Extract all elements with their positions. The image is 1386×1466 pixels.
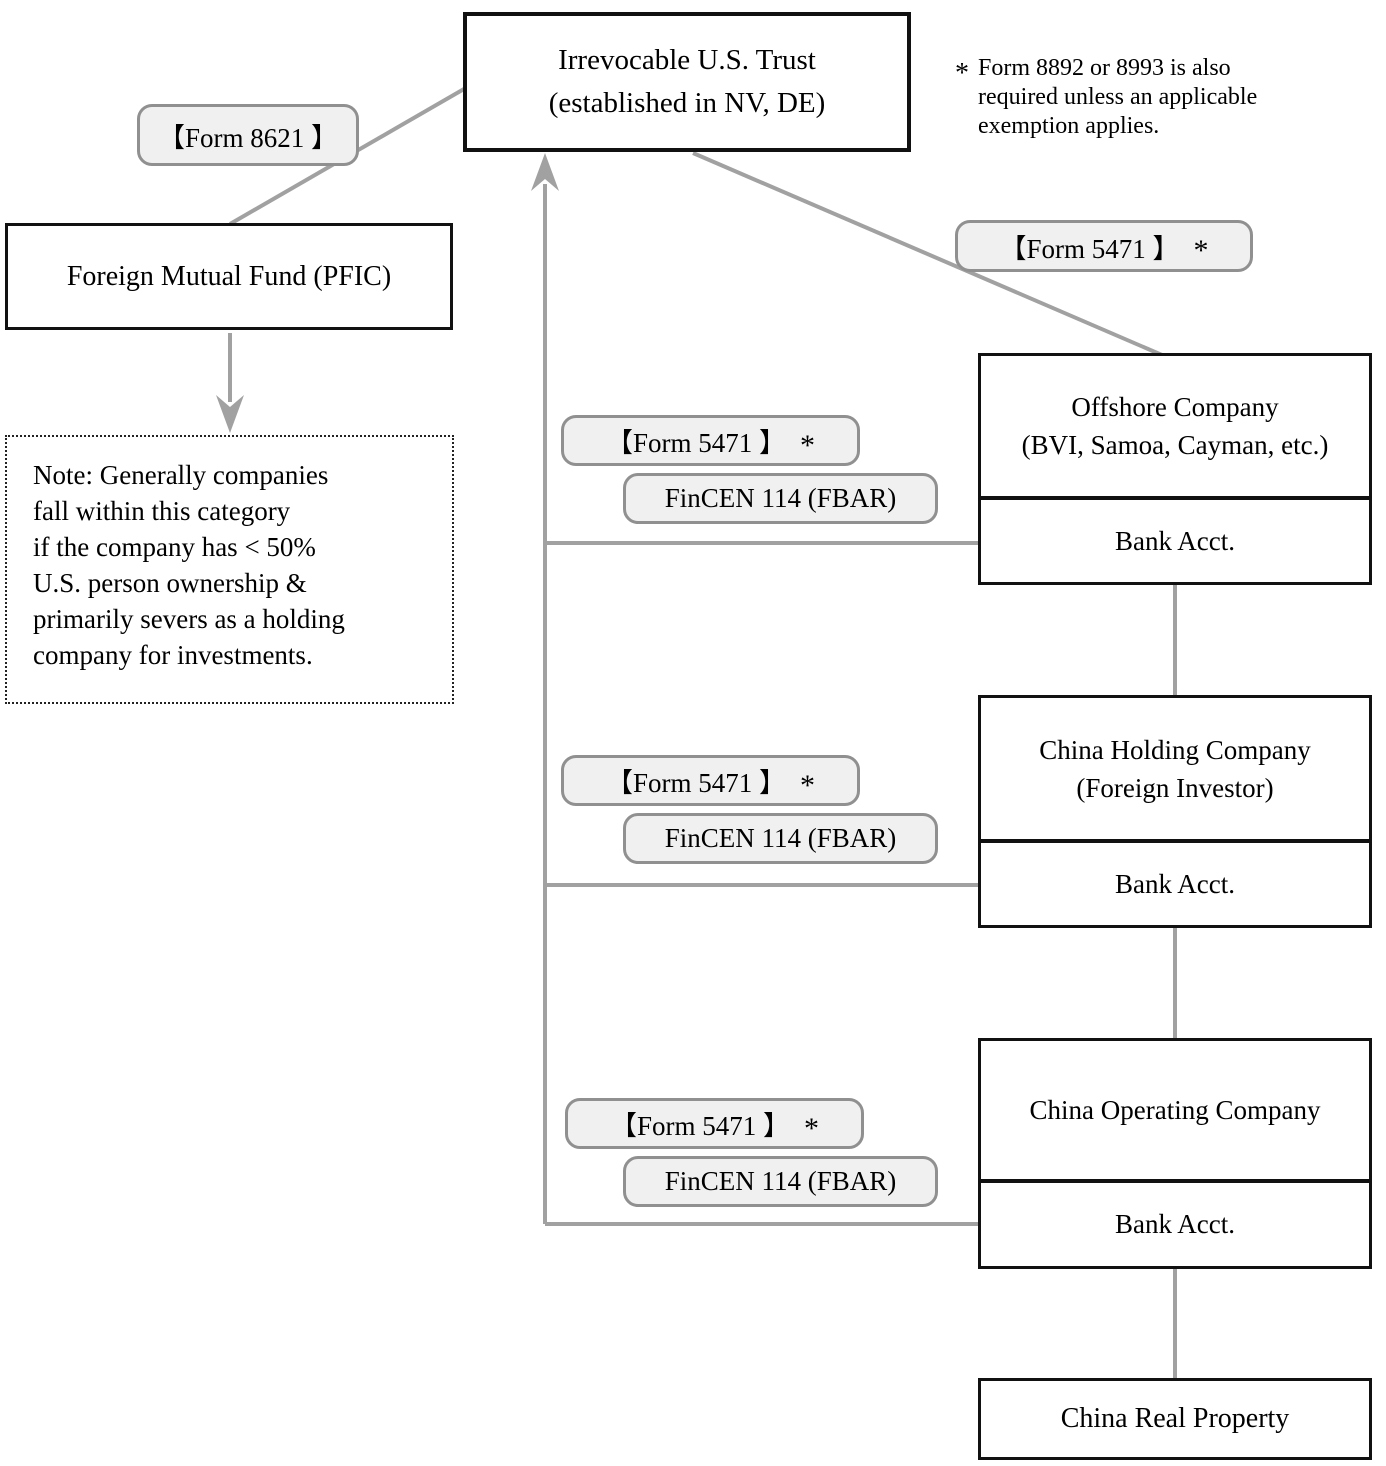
china-holding-company-box: China Holding Company (Foreign Investor)… (978, 695, 1372, 928)
fincen-114-label-text: FinCEN 114 (FBAR) (664, 823, 897, 853)
note-line: if the company has < 50% (33, 532, 316, 562)
arrowhead-down-into-note (216, 395, 244, 433)
fincen-114-label-1: FinCEN 114 (FBAR) (623, 473, 938, 524)
fincen-114-label-2: FinCEN 114 (FBAR) (623, 813, 938, 864)
form-5471-asterisk: * (800, 768, 815, 802)
offshore-title-line2: (BVI, Samoa, Cayman, etc.) (1021, 430, 1329, 460)
china-holding-bank-label: Bank Acct. (1115, 868, 1235, 899)
form-5471-asterisk: * (800, 428, 815, 462)
offshore-bank-label: Bank Acct. (1115, 525, 1235, 556)
note-box: Note: Generally companies fall within th… (5, 435, 454, 704)
china-holding-line1: China Holding Company (1039, 734, 1311, 765)
china-operating-bank-acct-section: Bank Acct. (981, 1179, 1369, 1266)
note-line: primarily severs as a holding (33, 604, 345, 634)
note-line: Note: Generally companies (33, 460, 329, 490)
footnote: * Form 8892 or 8993 is also required unl… (955, 54, 1325, 141)
form-5471-label-text: 【Form 5471 】 (605, 428, 786, 458)
form-5471-label-1: 【Form 5471 】 * (561, 415, 860, 466)
offshore-title-line1: Offshore Company (1071, 392, 1279, 422)
form-8621-label-text: 【Form 8621 】 (157, 122, 338, 153)
trust-title-line1: Irrevocable U.S. Trust (558, 44, 816, 76)
china-real-property-title: China Real Property (1060, 1403, 1290, 1434)
form-5471-label-2: 【Form 5471 】 * (561, 755, 860, 806)
note-line: company for investments. (33, 640, 313, 670)
form-5471-label-text: 【Form 5471 】 (609, 1111, 790, 1141)
footnote-line: Form 8892 or 8993 is also (978, 55, 1231, 81)
china-holding-title: China Holding Company (Foreign Investor) (981, 698, 1369, 839)
form-5471-label-text: 【Form 5471 】 (605, 768, 786, 798)
footnote-line: required unless an applicable (978, 84, 1258, 110)
pfic-title: Foreign Mutual Fund (PFIC) (66, 260, 392, 292)
china-operating-line1: China Operating Company (1029, 1095, 1321, 1125)
note-line: U.S. person ownership & (33, 568, 307, 598)
offshore-bank-acct-section: Bank Acct. (981, 496, 1369, 582)
fincen-114-label-text: FinCEN 114 (FBAR) (664, 1166, 897, 1196)
irrevocable-us-trust-box: Irrevocable U.S. Trust (established in N… (463, 12, 911, 152)
offshore-company-title: Offshore Company (BVI, Samoa, Cayman, et… (981, 356, 1369, 496)
offshore-company-box: Offshore Company (BVI, Samoa, Cayman, et… (978, 353, 1372, 585)
note-line: fall within this category (33, 496, 291, 526)
connector-trust-to-offshore (692, 151, 1163, 357)
form-8621-label: 【Form 8621 】 (137, 104, 359, 166)
form-5471-asterisk: * (804, 1111, 819, 1145)
footnote-text: Form 8892 or 8993 is also required unles… (978, 54, 1257, 141)
fincen-114-label-3: FinCEN 114 (FBAR) (623, 1156, 938, 1207)
china-operating-bank-label: Bank Acct. (1115, 1209, 1235, 1239)
china-operating-company-box: China Operating Company Bank Acct. (978, 1038, 1372, 1269)
footnote-asterisk: * (955, 58, 969, 89)
china-real-property-box: China Real Property (978, 1378, 1372, 1460)
form-5471-label-3: 【Form 5471 】 * (565, 1098, 864, 1149)
china-holding-line2: (Foreign Investor) (1076, 772, 1274, 803)
form-5471-label-offshore: 【Form 5471 】 * (955, 220, 1253, 272)
foreign-mutual-fund-pfic-box: Foreign Mutual Fund (PFIC) (5, 223, 453, 330)
footnote-line: exemption applies. (978, 113, 1160, 139)
china-holding-bank-acct-section: Bank Acct. (981, 839, 1369, 925)
china-operating-title: China Operating Company (981, 1041, 1369, 1179)
arrowhead-up-into-trust (531, 153, 559, 191)
form-5471-label-text: 【Form 5471 】 (999, 233, 1180, 264)
fincen-114-label-text: FinCEN 114 (FBAR) (664, 483, 897, 513)
form-5471-asterisk: * (1193, 234, 1209, 267)
trust-title-line2: (established in NV, DE) (548, 87, 826, 119)
